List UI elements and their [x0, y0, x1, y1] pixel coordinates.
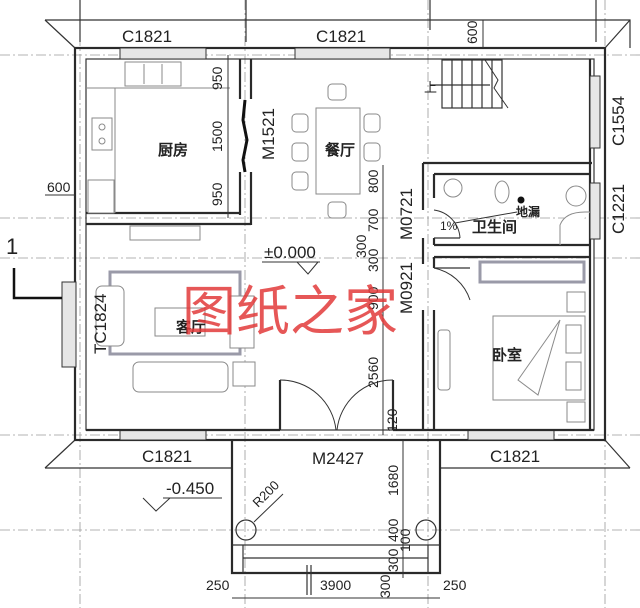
- window-label-right-lower: C1221: [609, 184, 628, 234]
- kitchen-door: [241, 99, 249, 173]
- elevation-floor: ±0.000: [264, 243, 316, 262]
- window-label-right-upper: C1554: [609, 96, 628, 146]
- dim-top-offset: 600: [464, 20, 480, 44]
- window-label-bottom-left: C1821: [142, 447, 192, 466]
- watermark-text: 图纸之家: [182, 280, 398, 343]
- elevation-markers: [142, 261, 320, 512]
- top-edge-lines: [79, 0, 597, 42]
- coffee-table: [154, 307, 206, 337]
- window-top-left: [119, 47, 207, 60]
- dim-kitchen-2: 1500: [209, 121, 225, 152]
- window-top-middle: [294, 47, 391, 60]
- toilet: [494, 180, 510, 204]
- dim-porch-1: 1680: [385, 465, 401, 496]
- room-label-kitchen: 厨房: [158, 141, 188, 159]
- door-label-entrance: M2427: [312, 449, 364, 468]
- dim-porch-3: 100: [397, 528, 413, 552]
- dim-right-6: 2560: [365, 357, 381, 388]
- column-left: [235, 519, 257, 541]
- dim-bottom-right: 250: [443, 577, 467, 593]
- kitchen-fixtures: [86, 61, 230, 214]
- window-left-bay: [61, 281, 77, 368]
- floor-drain-dot: [517, 196, 525, 204]
- window-label-top-left: C1821: [122, 27, 172, 46]
- room-label-living: 客厅: [175, 318, 206, 336]
- sofa: [132, 361, 229, 393]
- dim-right-5: 900: [365, 286, 381, 310]
- room-label-bedroom: 卧室: [492, 346, 522, 364]
- window-label-bottom-right: C1821: [490, 447, 540, 466]
- dim-kitchen-3: 950: [209, 182, 225, 206]
- dim-kitchen-1: 950: [209, 66, 225, 90]
- column-radius-label: R200: [250, 478, 283, 511]
- eave-outline: [44, 19, 631, 469]
- door-label-bedroom: M0921: [397, 262, 416, 314]
- bedroom-furniture: [433, 260, 586, 423]
- bathroom-fixtures: [433, 178, 590, 245]
- dim-right-3: 300: [353, 234, 369, 258]
- door-label-bathroom: M0721: [397, 188, 416, 240]
- section-marker: [12, 268, 62, 300]
- elevation-outside: -0.450: [166, 479, 214, 498]
- living-furniture: [95, 225, 256, 393]
- cabinet: [129, 225, 201, 241]
- staircase: [430, 59, 509, 109]
- window-bottom-left: [119, 429, 207, 441]
- dimension-lines: [45, 20, 484, 599]
- slope-label: 1%: [440, 219, 458, 233]
- dim-porch-5: 300: [377, 574, 393, 598]
- floor-drain-label: 地漏: [516, 204, 540, 219]
- dim-right-7: 120: [384, 408, 400, 432]
- dim-bottom-middle: 3900: [320, 577, 351, 593]
- column-right: [415, 519, 437, 541]
- dim-right-4: 300: [365, 248, 381, 272]
- dining-table: [315, 107, 361, 195]
- door-label-kitchen: M1521: [259, 108, 278, 160]
- dining-set: [291, 83, 381, 219]
- window-label-top-middle: C1821: [316, 27, 366, 46]
- tv-stand: [229, 295, 255, 349]
- armchair: [95, 285, 125, 347]
- dim-left-offset: 600: [47, 179, 71, 195]
- window-right-lower: [589, 182, 601, 240]
- dim-porch-4: 300: [385, 548, 401, 572]
- stove: [91, 117, 113, 151]
- window-label-left: TC1824: [91, 294, 110, 354]
- windows: [61, 47, 601, 441]
- room-label-dining: 餐厅: [325, 141, 355, 159]
- porch: [230, 440, 442, 595]
- window-bottom-right: [467, 429, 555, 441]
- room-label-bathroom: 卫生间: [472, 218, 517, 236]
- dim-right-1: 800: [365, 169, 381, 193]
- dim-porch-2: 400: [385, 518, 401, 542]
- dim-bottom-left: 250: [206, 577, 230, 593]
- dim-right-2: 700: [365, 208, 381, 232]
- wardrobe: [478, 260, 586, 284]
- sink: [124, 61, 182, 87]
- window-right-upper: [589, 75, 601, 149]
- section-number: 1: [6, 234, 18, 259]
- washbasin: [443, 178, 463, 198]
- interior-walls: [86, 59, 592, 430]
- stair-up-label: 上: [424, 80, 437, 95]
